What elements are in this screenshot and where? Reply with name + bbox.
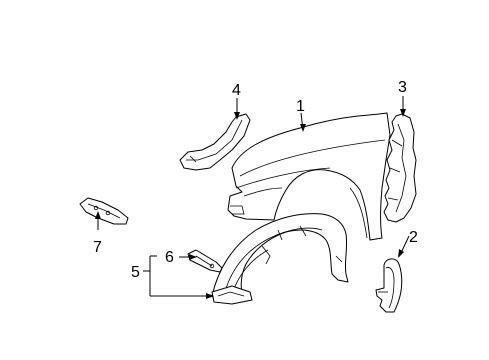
callout-1: 1 — [296, 98, 305, 115]
liner-clip-bracket — [187, 249, 223, 273]
fender-bracket-small — [375, 258, 403, 313]
callout-3: 3 — [398, 79, 407, 96]
callout-2: 2 — [409, 229, 418, 246]
front-mounting-bracket — [79, 197, 129, 225]
callout-5: 5 — [131, 264, 140, 281]
fender-side-bracket — [383, 113, 417, 223]
fender-panel — [227, 112, 391, 241]
leader-lines — [95, 96, 410, 299]
upper-fender-bracket — [179, 113, 251, 171]
fender-liner-assembly — [211, 213, 349, 305]
callout-7: 7 — [93, 239, 102, 256]
callout-4: 4 — [232, 82, 241, 99]
callout-6: 6 — [165, 249, 174, 266]
